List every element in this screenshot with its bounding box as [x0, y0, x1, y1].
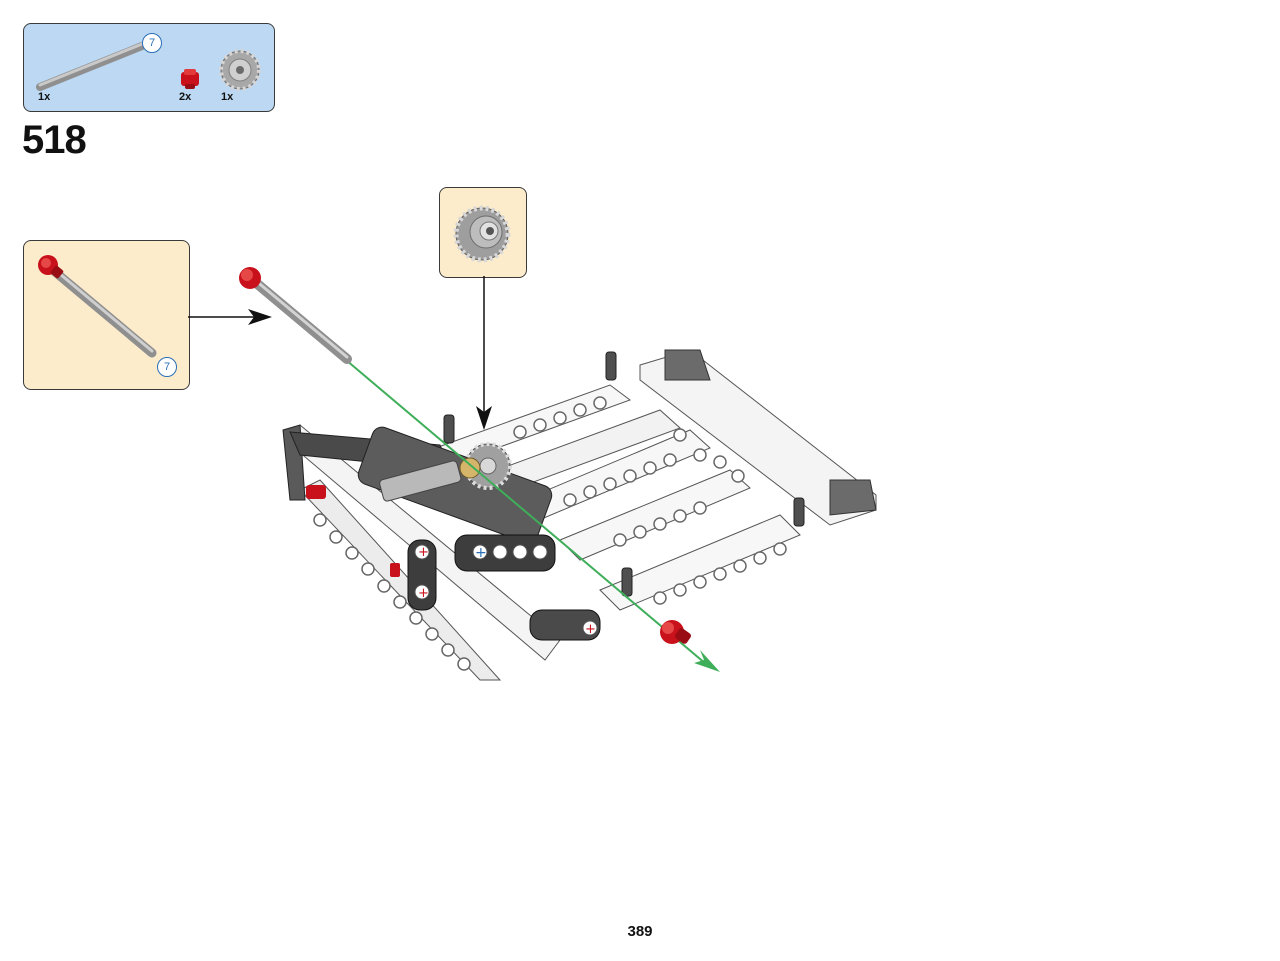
gear-quantity: 1x — [221, 91, 234, 103]
axle-subassembly-callout: 7 — [23, 240, 190, 390]
axle-length-badge: 7 — [157, 357, 177, 377]
svg-text:+: + — [585, 622, 596, 637]
callout-arrow-axle — [188, 309, 272, 325]
parts-list-illustration — [36, 42, 261, 91]
beam-holes — [513, 396, 787, 605]
left-frame-holes — [313, 513, 471, 671]
insertion-guide-line — [345, 359, 720, 672]
axle-quantity: 1x — [38, 91, 51, 103]
inserted-axle — [239, 267, 352, 364]
gearbox-assembly: + — [357, 426, 601, 641]
step-number: 518 — [22, 118, 87, 162]
axle-length-badge: 7 — [142, 33, 162, 53]
gear-subassembly-callout — [439, 187, 527, 278]
bushing-quantity: 2x — [179, 91, 192, 103]
bushing-icon — [38, 255, 64, 279]
svg-text:+: + — [418, 586, 429, 601]
gear-part-icon — [219, 49, 261, 91]
end-bushing — [660, 620, 691, 644]
svg-text:+: + — [475, 545, 487, 561]
page-number: 389 — [627, 923, 653, 940]
bushing-part-icon — [181, 69, 199, 89]
axle-part-icon — [36, 42, 146, 91]
red-connectors: + + + — [306, 485, 596, 637]
frame-pins — [443, 351, 805, 597]
callout-arrow-gear — [476, 276, 492, 430]
axle-subassembly-illustration — [38, 255, 157, 358]
svg-text:+: + — [418, 545, 429, 560]
parts-list-box: 7 1x 2x 1x — [23, 23, 275, 112]
gear-subassembly-illustration — [453, 205, 511, 263]
